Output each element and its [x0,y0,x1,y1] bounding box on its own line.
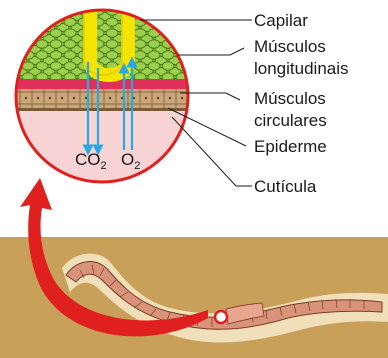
label-musculos-circulares-2: circulares [254,111,327,130]
label-capilar: Capilar [254,11,308,30]
circular-muscle-layer [10,89,200,109]
label-musculos-longitudinais-1: Músculos [254,37,326,56]
label-epiderme: Epiderme [254,137,327,156]
zoom-point-marker [215,311,227,323]
label-musculos-circulares-1: Músculos [254,89,326,108]
label-cuticula: Cutícula [254,177,317,196]
leader-cuticula [172,117,252,186]
epidermis-layer [10,111,200,191]
leader-musculos-longitudinais [178,48,244,55]
label-musculos-longitudinais-2: longitudinais [254,59,349,78]
